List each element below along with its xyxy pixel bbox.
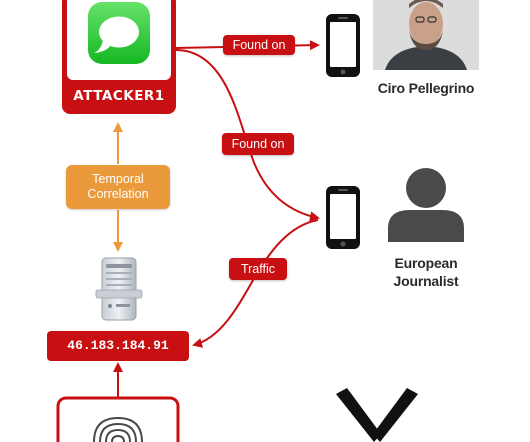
correlation-line-1: Temporal bbox=[92, 172, 144, 186]
person-name-label: Ciro Pellegrino bbox=[377, 80, 475, 96]
v-shape-logo bbox=[336, 388, 418, 442]
ip-address-box[interactable]: 46.183.184.91 bbox=[47, 331, 189, 361]
attacker-label: ATTACKER1 bbox=[73, 88, 165, 104]
found-on-label-1: Found on bbox=[223, 35, 295, 55]
traffic-arrow bbox=[192, 219, 319, 348]
fingerprint-icon bbox=[93, 416, 143, 442]
journalist-line-2: Journalist bbox=[393, 273, 459, 289]
found-on-label-2: Found on bbox=[222, 133, 294, 155]
messages-app-icon bbox=[88, 2, 150, 64]
journalist-label: European Journalist bbox=[372, 254, 480, 290]
person-silhouette-icon bbox=[388, 168, 464, 242]
correlation-line-2: Correlation bbox=[87, 187, 149, 201]
journalist-line-1: European bbox=[394, 255, 458, 271]
phone-icon-1 bbox=[326, 14, 360, 77]
server-icon bbox=[95, 257, 143, 321]
found-on-arrow-2 bbox=[175, 49, 320, 222]
fingerprint-box[interactable] bbox=[56, 396, 180, 442]
phone-icon-2 bbox=[326, 186, 360, 249]
temporal-correlation-box: Temporal Correlation bbox=[66, 165, 170, 209]
traffic-label: Traffic bbox=[229, 258, 287, 280]
person-photo bbox=[373, 0, 479, 70]
